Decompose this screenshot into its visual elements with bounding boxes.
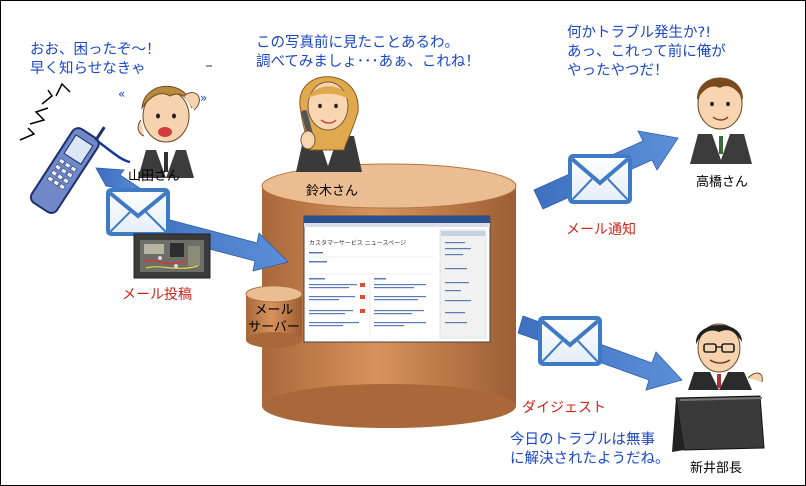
callout-line: 調べてみましょ･･･あぁ、これね！ (256, 54, 480, 70)
name-arai: 新井部長 (690, 461, 743, 476)
envelope-icon-notify (568, 154, 632, 204)
screenshot-page-title: カスタマーサービス ニュースページ (309, 240, 406, 247)
mobile-phone-icon (19, 82, 131, 214)
callout-arai: 今日のトラブルは無事 に解決されたようだね。 (510, 431, 670, 469)
callout-line: 早く知らせなきゃ (30, 61, 146, 77)
news-page-screenshot (303, 215, 491, 343)
callout-line: この写真前に見たことあるわ。 (256, 35, 459, 51)
label-mail-post: メール投稿 (122, 287, 192, 303)
label-mail-notify: メール通知 (566, 222, 636, 238)
callout-takahashi: 何かトラブル発生か?! あっ、これって前に俺が やったやつだ！ (567, 24, 726, 81)
yamada-avatar: « » (118, 85, 207, 178)
callout-line: おお、困ったぞ～！ (30, 42, 161, 58)
takahashi-avatar (690, 77, 752, 164)
label-digest: ダイジェスト (522, 400, 606, 416)
vibration-lines (19, 82, 71, 141)
name-suzuki: 鈴木さん (306, 184, 359, 199)
callout-line: に解決されたようだね。 (510, 451, 670, 467)
callout-line: あっ、これって前に俺が (567, 44, 726, 60)
svg-text:»: » (200, 91, 207, 105)
label-mail-server: メール サーバー (248, 302, 300, 336)
suzuki-avatar (296, 76, 362, 172)
callout-line: 何かトラブル発生か?! (567, 25, 712, 41)
name-takahashi: 高橋さん (696, 175, 749, 190)
envelope-icon-post (106, 188, 170, 236)
envelope-icon-digest (538, 316, 602, 366)
callout-yamada: おお、困ったぞ～！ 早く知らせなきゃ (30, 41, 161, 79)
mail-server-line: サーバー (248, 320, 300, 335)
svg-text:«: « (118, 87, 125, 101)
mail-server-cylinder (245, 285, 303, 348)
callout-suzuki: この写真前に見たことあるわ。 調べてみましょ･･･あぁ、これね！ (256, 34, 480, 72)
circuit-board-photo (133, 233, 211, 279)
name-yamada: 山田さん (128, 169, 181, 184)
arai-avatar (672, 323, 765, 452)
callout-line: 今日のトラブルは無事 (510, 432, 655, 448)
callout-line: やったやつだ！ (567, 63, 669, 79)
mail-server-line: メール (254, 303, 294, 318)
